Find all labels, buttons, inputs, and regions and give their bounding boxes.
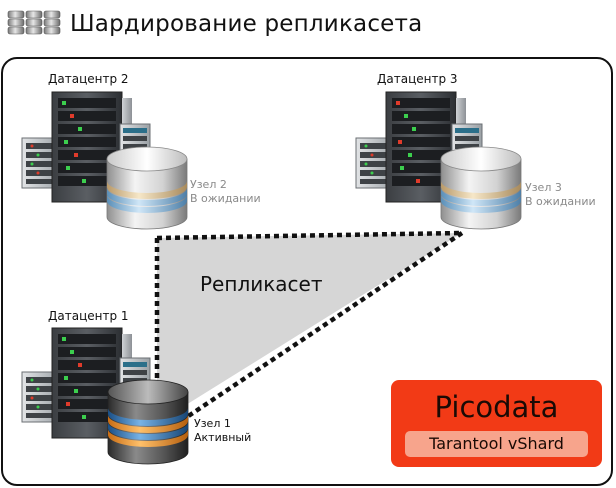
- node-3-name: Узел 3: [525, 181, 562, 194]
- badge-title: Picodata: [434, 390, 559, 424]
- node-1-status: Активный: [194, 431, 252, 444]
- node-3-label: Узел 3 В ожидании: [525, 181, 596, 209]
- node-2-label: Узел 2 В ожидании: [190, 178, 261, 206]
- datacenter-1-label: Датацентр 1: [48, 309, 129, 323]
- node-3-database-icon: [440, 146, 522, 230]
- picodata-badge: Picodata Tarantool vShard: [391, 380, 602, 467]
- link-node3-node1: [176, 231, 464, 425]
- node-2-database-icon: [106, 146, 188, 230]
- replication-links: [154, 230, 464, 425]
- node-2-status: В ожидании: [190, 192, 261, 205]
- database-stack-icon: [7, 10, 61, 35]
- node-1-name: Узел 1: [194, 417, 231, 430]
- datacenter-2-label: Датацентр 2: [48, 72, 129, 86]
- datacenter-3-label: Датацентр 3: [377, 72, 458, 86]
- diagram-frame: [1, 57, 613, 486]
- replicaset-triangle: [157, 233, 462, 423]
- replicaset-label: Репликасет: [200, 272, 323, 296]
- title-row: Шардирование репликасета: [6, 6, 422, 42]
- badge-subtitle: Tarantool vShard: [405, 431, 588, 457]
- node-1-database-icon: [107, 379, 189, 465]
- link-node2-node3: [156, 230, 463, 241]
- node-1-label: Узел 1 Активный: [194, 417, 251, 445]
- node-2-name: Узел 2: [190, 178, 227, 191]
- node-3-status: В ожидании: [525, 195, 596, 208]
- page-title: Шардирование репликасета: [70, 11, 423, 37]
